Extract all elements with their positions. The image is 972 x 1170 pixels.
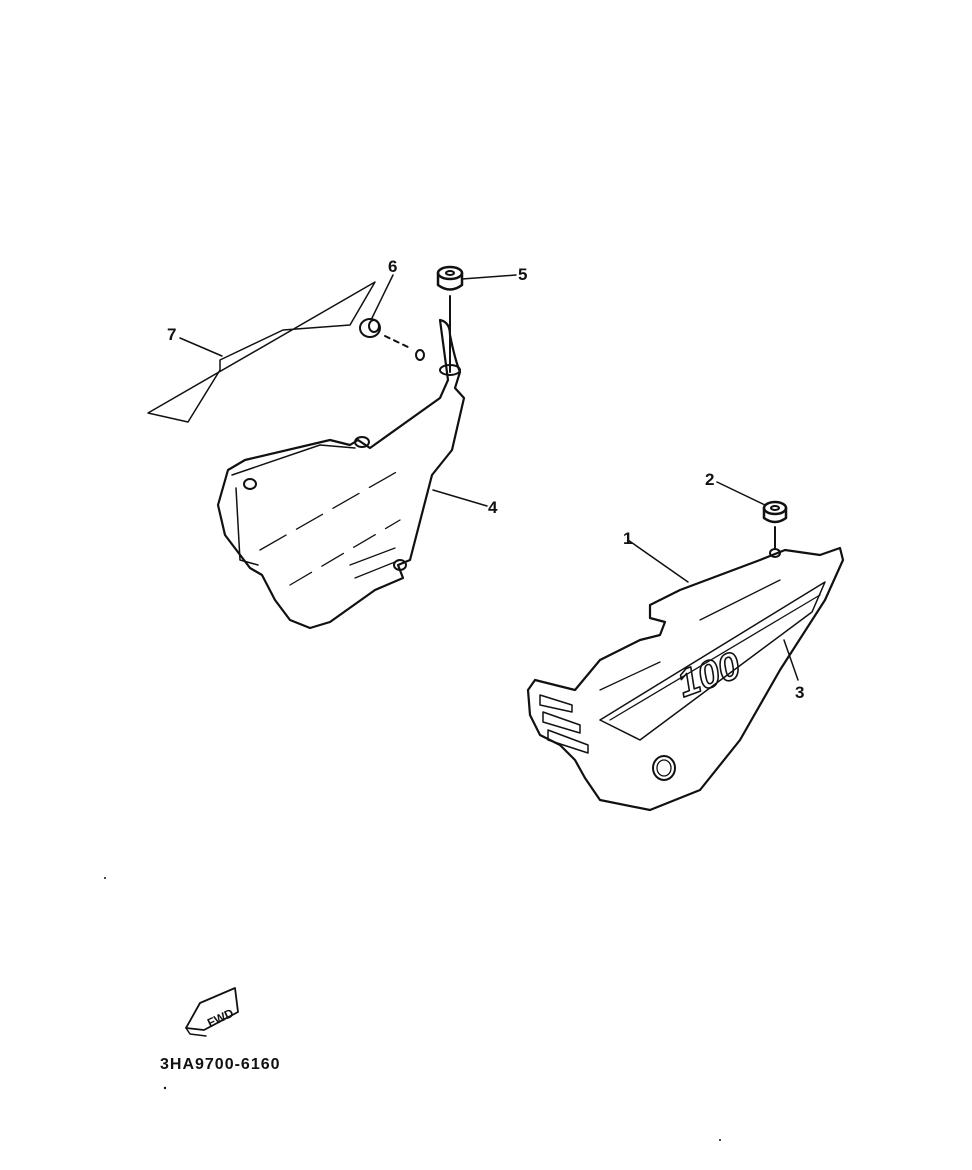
- part-7-decal: [147, 281, 376, 423]
- part-4-left-cover: [216, 318, 466, 630]
- callout-7: 7: [167, 325, 177, 344]
- callout-6: 6: [388, 257, 398, 276]
- callout-1: 1: [623, 529, 633, 548]
- callout-3: 3: [795, 683, 805, 702]
- part-6-damper: [359, 318, 425, 361]
- drawing-code: 3HA9700-6160: [160, 1056, 281, 1073]
- svg-text:FWD: FWD: [205, 1006, 236, 1030]
- callout-4: 4: [488, 498, 498, 517]
- part-2-grommet: [762, 500, 788, 558]
- part-1-right-cover: 100: [526, 546, 845, 812]
- callout-2: 2: [705, 470, 715, 489]
- svg-text:100: 100: [672, 645, 746, 706]
- fwd-arrow-icon: FWD: [185, 987, 239, 1037]
- callout-5: 5: [518, 265, 528, 284]
